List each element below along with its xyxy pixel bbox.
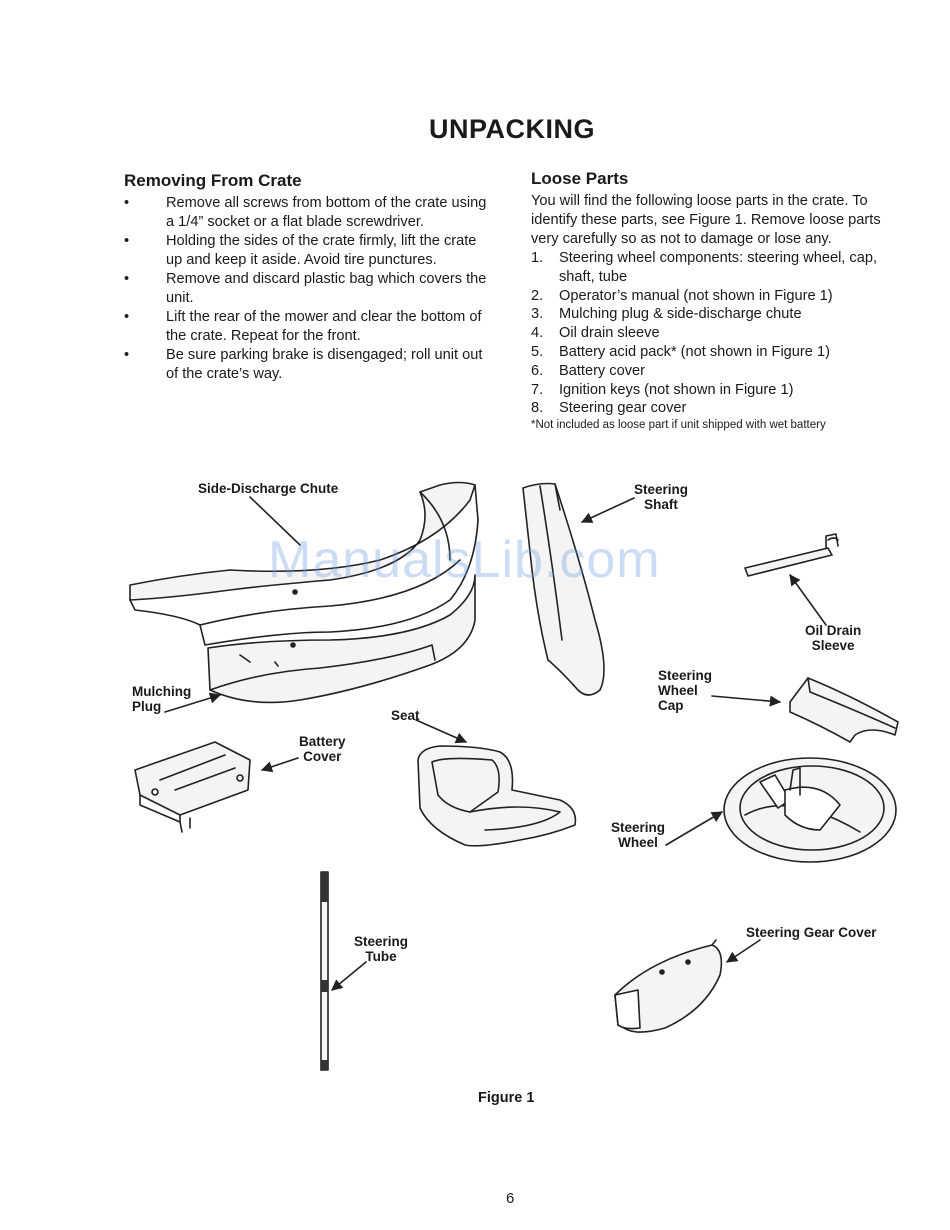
steering-gear-cover-drawing — [614, 939, 723, 1033]
bullet: • — [124, 347, 130, 363]
section-heading-loose-parts: Loose Parts — [531, 169, 629, 188]
figure-caption: Figure 1 — [478, 1090, 535, 1106]
list-item: •Holding the sides of the crate firmly, … — [124, 233, 477, 268]
section-heading-removing: Removing From Crate — [124, 171, 302, 190]
label-steering-gear-cover: Steering Gear Cover — [746, 925, 877, 940]
list-item: •Remove all screws from bottom of the cr… — [124, 195, 487, 230]
list-item: 2.Operator’s manual (not shown in Figure… — [531, 287, 833, 304]
bullet: • — [124, 195, 130, 211]
list-item: •Lift the rear of the mower and clear th… — [124, 309, 482, 344]
bullet: • — [124, 271, 130, 287]
loose-parts-list: 1.Steering wheel components: steering wh… — [531, 249, 903, 418]
page-title: UNPACKING — [429, 114, 595, 144]
list-item: •Be sure parking brake is disengaged; ro… — [124, 347, 483, 382]
list-item: 8.Steering gear cover — [531, 400, 687, 417]
leader-chute — [249, 496, 301, 546]
steering-tube-drawing — [320, 871, 329, 1071]
leader-tube — [331, 961, 367, 991]
bullet: • — [124, 309, 130, 325]
steering-shaft-drawing — [522, 482, 605, 696]
mulching-plug-drawing — [207, 574, 476, 704]
watermark: ManualsLib.com — [268, 531, 661, 589]
steering-wheel-cap-drawing — [789, 677, 899, 743]
list-item: 7.Ignition keys (not shown in Figure 1) — [531, 381, 794, 398]
battery-cover-drawing — [134, 741, 251, 833]
label-side-discharge-chute: Side-Discharge Chute — [198, 481, 339, 496]
leader-battery — [260, 757, 299, 773]
oil-drain-sleeve-drawing — [744, 533, 839, 577]
list-item: 4.Oil drain sleeve — [531, 325, 660, 342]
bullet: • — [124, 233, 130, 249]
list-item: 5.Battery acid pack* (not shown in Figur… — [531, 343, 830, 360]
parts-figure — [129, 481, 899, 1071]
leader-seat — [415, 719, 468, 744]
leader-oil — [789, 574, 827, 626]
side-discharge-chute-drawing — [129, 481, 479, 646]
leader-shaft — [580, 497, 635, 523]
removing-list: •Remove all screws from bottom of the cr… — [124, 194, 496, 384]
leader-mulching — [164, 692, 222, 713]
list-item: •Remove and discard plastic bag which co… — [124, 271, 487, 306]
leader-cap — [711, 695, 782, 707]
seat-drawing — [417, 745, 577, 847]
leader-wheel — [665, 811, 723, 846]
list-item: 3.Mulching plug & side-discharge chute — [531, 306, 802, 323]
steering-wheel-drawing — [723, 757, 897, 863]
loose-parts-intro: You will find the following loose parts … — [531, 193, 881, 247]
list-item: 6.Battery cover — [531, 362, 645, 379]
leader-gear — [726, 939, 761, 963]
label-seat: Seat — [391, 708, 420, 723]
page-number: 6 — [506, 1190, 515, 1207]
list-item: 1.Steering wheel components: steering wh… — [531, 250, 878, 285]
footnote: *Not included as loose part if unit ship… — [531, 419, 826, 431]
